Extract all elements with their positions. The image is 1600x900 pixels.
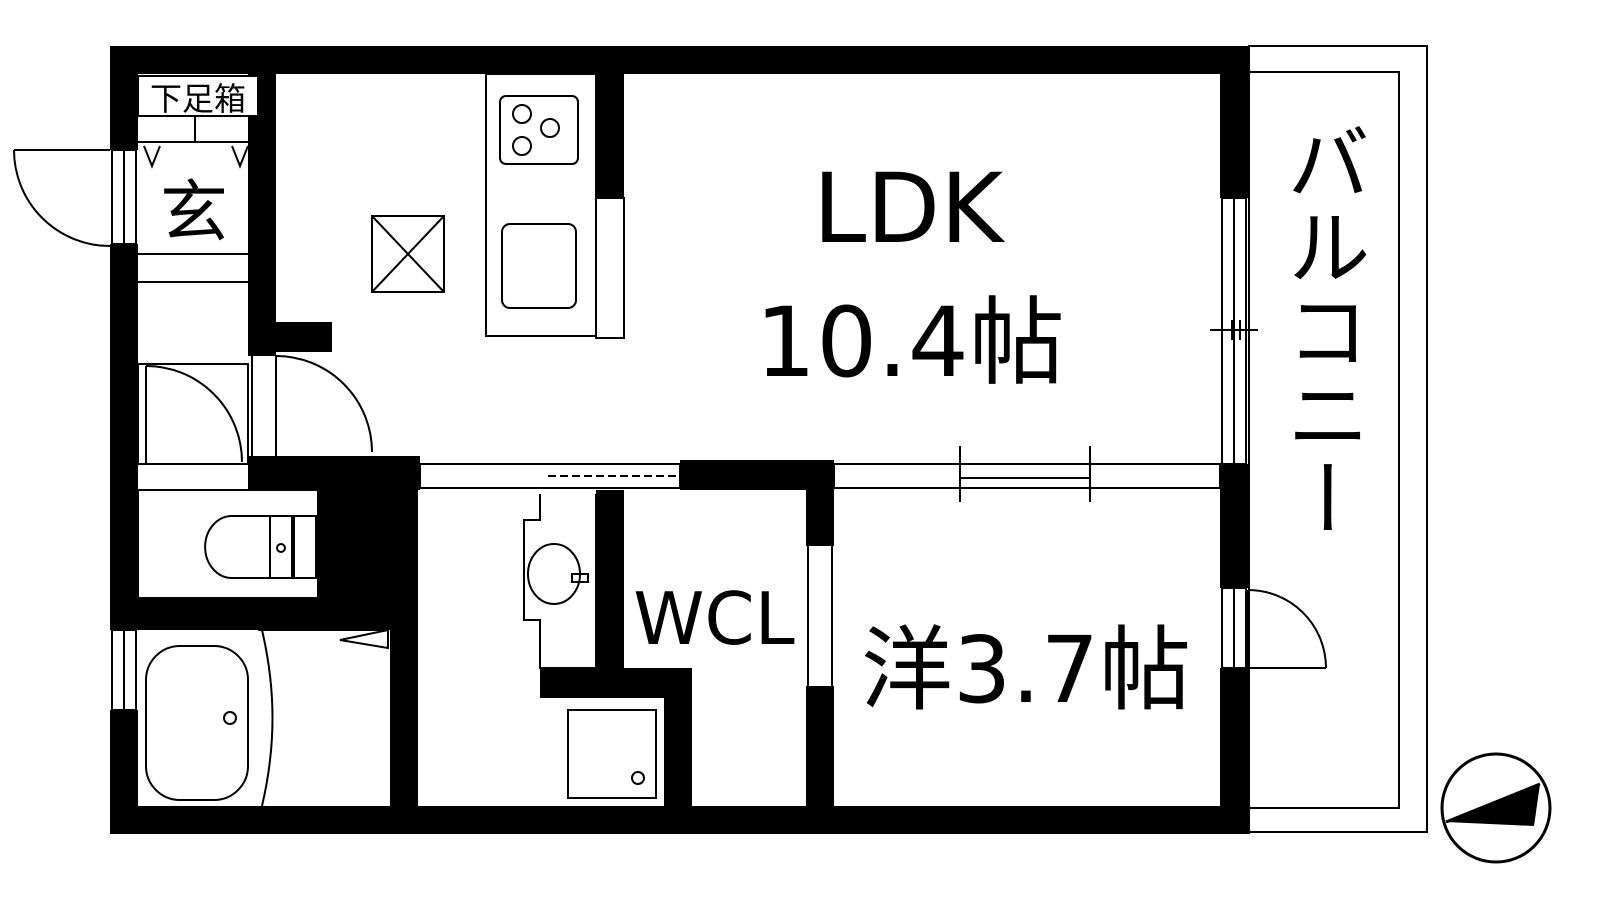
washing-machine-pan xyxy=(567,709,657,799)
entrance-label: 玄 xyxy=(160,174,228,253)
compass-icon xyxy=(1440,752,1552,864)
toilet xyxy=(137,489,319,599)
wash-basin xyxy=(523,494,597,669)
outer-walls xyxy=(110,46,1250,834)
ldk-size-label: 10.4帖 xyxy=(755,287,1065,399)
interior-walls xyxy=(138,74,834,834)
ldk-door xyxy=(251,355,373,456)
balcony-label: バルコニー xyxy=(1273,120,1371,540)
shoe-box-label: 下足箱 xyxy=(150,80,246,118)
bathtub xyxy=(145,628,389,807)
entrance: 下足箱 玄 xyxy=(137,75,259,283)
wcl-label: WCL xyxy=(633,577,795,661)
closet-door xyxy=(137,363,249,465)
kitchen-counter xyxy=(485,73,625,339)
ldk-name-label: LDK xyxy=(813,153,1005,265)
balcony-door xyxy=(1247,589,1327,669)
fridge-space xyxy=(371,215,445,293)
windows xyxy=(111,149,1258,711)
sliding-partitions xyxy=(419,446,1221,502)
front-door xyxy=(13,149,111,247)
western-room-label: 洋3.7帖 xyxy=(861,617,1191,724)
wcl-opening xyxy=(807,546,833,686)
balcony xyxy=(1248,45,1428,833)
